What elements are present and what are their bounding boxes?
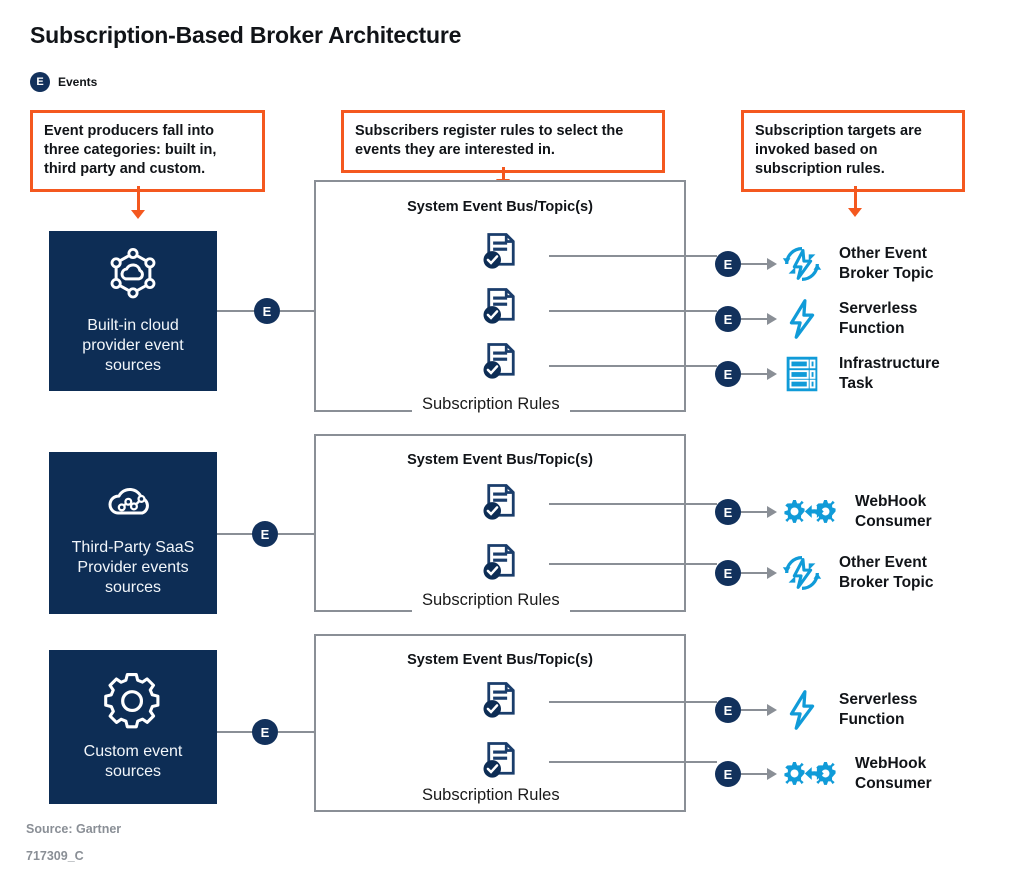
source-label-custom: Custom event sources (83, 742, 183, 780)
bus2-out-1 (549, 503, 717, 505)
event-badge-target: E (715, 499, 741, 525)
callout-subscribers: Subscribers register rules to select the… (341, 110, 665, 174)
event-broker-topic-icon (782, 247, 822, 281)
subscription-rule-icon (483, 233, 515, 269)
target-label: Other Event Broker Topic (839, 554, 934, 591)
subscription-rule-icon (483, 288, 515, 324)
event-badge-target: E (715, 306, 741, 332)
event-badge-target: E (715, 697, 741, 723)
serverless-function-icon (789, 299, 815, 339)
webhook-consumer-icon (784, 761, 836, 785)
callout-producers: Event producers fall into three categori… (30, 110, 265, 193)
target-arrow (741, 313, 779, 325)
connector-source1-b (280, 310, 314, 312)
event-broker-topic-icon (782, 556, 822, 590)
source-box-thirdparty: Third-Party SaaS Provider events sources (49, 452, 217, 614)
legend-label: Events (58, 75, 98, 89)
source-box-custom: Custom event sources (49, 650, 217, 804)
page-title: Subscription-Based Broker Architecture (30, 22, 462, 48)
target-arrow (741, 506, 779, 518)
subscription-rule-icon (483, 343, 515, 379)
target-arrow (741, 768, 779, 780)
connector-source3-b (278, 731, 314, 733)
webhook-consumer-icon (784, 499, 836, 523)
target-serverless-function: E Serverless Function (715, 687, 917, 733)
target-arrow (741, 704, 779, 716)
target-label: Infrastructure Task (839, 355, 940, 392)
event-badge-source3: E (252, 719, 278, 745)
event-badge-target: E (715, 560, 741, 586)
figure-id: 717309_C (26, 849, 84, 863)
gear-icon (104, 672, 160, 729)
subscription-rule-icon (483, 682, 515, 718)
target-label: Other Event Broker Topic (839, 245, 934, 282)
subscription-rule-icon (483, 484, 515, 520)
callout-targets-arrow (848, 186, 862, 217)
connector-source2-b (278, 533, 314, 535)
legend: E Events (30, 72, 97, 92)
bus2-out-2 (549, 563, 717, 565)
bus3-out-1 (549, 701, 717, 703)
event-badge-source2: E (252, 521, 278, 547)
callout-targets: Subscription targets are invoked based o… (741, 110, 965, 193)
subscription-rules-chip-2: Subscription Rules (412, 589, 570, 612)
bus1-out-2 (549, 310, 717, 312)
event-badge-source1: E (254, 298, 280, 324)
bus-panel-2 (314, 434, 686, 612)
connector-source1 (217, 310, 257, 312)
target-serverless-function: E Serverless Function (715, 296, 917, 342)
target-arrow (741, 368, 779, 380)
target-label: Serverless Function (839, 691, 918, 728)
bus-title-1: System Event Bus/Topic(s) (407, 199, 593, 215)
infrastructure-task-icon (786, 356, 818, 392)
target-other-event-broker-topic: E Other Event Broker Topic (715, 241, 933, 287)
target-label: WebHook Consumer (855, 755, 932, 792)
event-badge-target: E (715, 761, 741, 787)
connector-source2 (217, 533, 253, 535)
cloud-network-icon (108, 487, 149, 515)
source-attribution: Source: Gartner (26, 822, 122, 836)
source-label-builtin: Built-in cloud provider event sources (82, 316, 184, 375)
target-arrow (741, 567, 779, 579)
subscription-rule-icon (483, 544, 515, 580)
target-other-event-broker-topic: E Other Event Broker Topic (715, 550, 933, 596)
target-arrow (741, 258, 779, 270)
target-label: Serverless Function (839, 300, 918, 337)
target-infrastructure-task: E Infrastructure Task (715, 351, 940, 397)
event-badge-target: E (715, 361, 741, 387)
subscription-rules-chip-1: Subscription Rules (412, 393, 570, 416)
connector-source3 (217, 731, 253, 733)
hexagon-cloud-icon (110, 247, 156, 299)
serverless-function-icon (789, 690, 815, 730)
bus3-out-2 (549, 761, 717, 763)
bus-panel-3 (314, 634, 686, 812)
bus-title-3: System Event Bus/Topic(s) (407, 652, 593, 668)
bus1-out-1 (549, 255, 717, 257)
callout-producers-arrow (131, 186, 145, 219)
event-badge-target: E (715, 251, 741, 277)
events-badge-icon: E (30, 72, 50, 92)
source-box-builtin: Built-in cloud provider event sources (49, 231, 217, 391)
bus1-out-3 (549, 365, 717, 367)
subscription-rules-chip-3: Subscription Rules (412, 784, 570, 807)
target-webhook-consumer: E WebHook Consumer (715, 489, 932, 535)
target-label: WebHook Consumer (855, 493, 932, 530)
subscription-rule-icon (483, 742, 515, 778)
bus-title-2: System Event Bus/Topic(s) (407, 452, 593, 468)
target-webhook-consumer: E WebHook Consumer (715, 751, 932, 797)
source-label-thirdparty: Third-Party SaaS Provider events sources (71, 538, 195, 597)
